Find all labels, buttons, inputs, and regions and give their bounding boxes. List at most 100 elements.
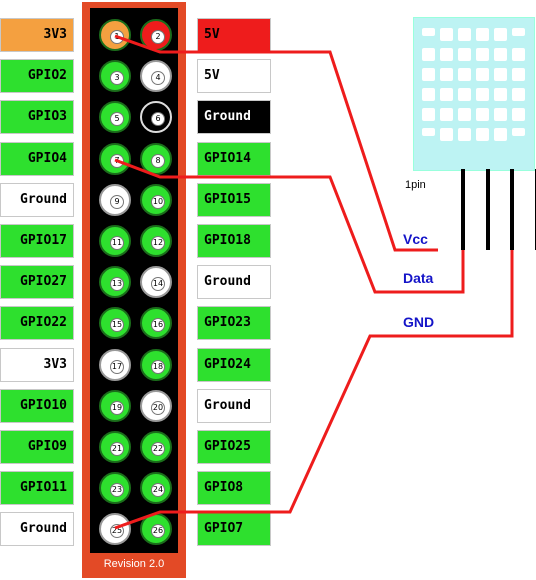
grille-cell [476, 128, 489, 141]
grille-cell [512, 88, 525, 101]
grille-cell [512, 48, 525, 61]
right-label-gpio25: GPIO25 [197, 430, 271, 464]
pin-number: 23 [110, 483, 124, 498]
pin-number: 16 [151, 318, 165, 333]
left-label-gpio4: GPIO4 [0, 141, 74, 176]
pin-number: 20 [151, 400, 165, 415]
grille-cell [458, 128, 471, 141]
left-label-gpio11: GPIO11 [0, 471, 74, 506]
gpio-pin-11: 11 [99, 225, 131, 257]
right-label-gpio24: GPIO24 [197, 347, 271, 382]
gpio-pin-24: 24 [140, 472, 172, 505]
left-label-ground: Ground [0, 512, 74, 547]
grille-cell [440, 28, 453, 41]
left-label-gpio10: GPIO10 [0, 388, 74, 423]
gpio-pin-10: 10 [140, 183, 172, 216]
left-label-ground: Ground [0, 182, 74, 217]
pin-number: 8 [151, 153, 165, 168]
left-label-gpio27: GPIO27 [0, 265, 74, 300]
grille-cell [494, 108, 507, 121]
grille-cell [494, 48, 507, 61]
pin-number: 19 [110, 400, 124, 415]
grille-cell [458, 88, 471, 101]
pin-number: 25 [110, 524, 124, 539]
pin-number: 10 [151, 194, 165, 209]
grille-cell [476, 48, 489, 61]
grille-cell [440, 128, 453, 141]
pin-number: 24 [151, 483, 165, 498]
pin-number: 22 [151, 442, 165, 456]
gnd-label: GND [403, 314, 435, 330]
pin-number: 15 [110, 318, 124, 333]
pin-number: 21 [110, 442, 124, 456]
sensor-pin1-label: 1pin [405, 179, 426, 191]
grille-cell [422, 48, 435, 61]
left-label-3v3: 3V3 [0, 347, 74, 382]
gpio-pin-3: 3 [99, 60, 131, 93]
grille-cell [458, 108, 471, 121]
gpio-pin-14: 14 [140, 266, 172, 299]
gpio-pin-7: 7 [99, 142, 131, 175]
right-label-gpio8: GPIO8 [197, 471, 271, 506]
right-label-gpio14: GPIO14 [197, 141, 271, 176]
grille-cell [440, 108, 453, 121]
right-label-ground: Ground [197, 265, 271, 300]
right-label-gpio18: GPIO18 [197, 224, 271, 258]
gpio-pin-4: 4 [140, 60, 172, 93]
right-label-5v: 5V [197, 59, 271, 94]
grille-cell [476, 28, 489, 41]
grille-cell [422, 68, 435, 81]
pin-number: 12 [151, 236, 165, 250]
grille-cell [422, 108, 435, 121]
grille-cell [476, 108, 489, 121]
grille-cell [440, 68, 453, 81]
grille-cell [458, 48, 471, 61]
pin-number: 11 [110, 236, 124, 250]
pin-number: 5 [110, 112, 124, 127]
pin-number: 2 [151, 30, 165, 44]
pin-number: 13 [110, 277, 124, 292]
gpio-pin-18: 18 [140, 348, 172, 381]
pin-number: 17 [110, 359, 124, 374]
vcc-label: Vcc [403, 231, 428, 247]
grille-cell [458, 68, 471, 81]
left-label-gpio22: GPIO22 [0, 306, 74, 341]
dht-sensor-body [413, 17, 535, 171]
pin-number: 18 [151, 359, 165, 374]
gpio-pin-13: 13 [99, 266, 131, 299]
gpio-pin-20: 20 [140, 389, 172, 422]
right-label-ground: Ground [197, 388, 271, 423]
gpio-pin-12: 12 [140, 225, 172, 257]
grille-cell [512, 68, 525, 81]
grille-cell [440, 88, 453, 101]
grille-cell [458, 28, 471, 41]
pin-number: 9 [110, 194, 124, 209]
gpio-pin-23: 23 [99, 472, 131, 505]
right-label-5v: 5V [197, 18, 271, 52]
pin-number: 4 [151, 71, 165, 86]
gpio-pin-17: 17 [99, 348, 131, 381]
revision-label: Revision 2.0 [103, 558, 165, 570]
left-label-gpio17: GPIO17 [0, 224, 74, 258]
right-label-gpio7: GPIO7 [197, 512, 271, 547]
pin-number: 6 [151, 112, 165, 127]
pin-number: 3 [110, 71, 124, 86]
gpio-pin-2: 2 [140, 19, 172, 51]
gpio-pin-9: 9 [99, 183, 131, 216]
grille-cell [494, 68, 507, 81]
gpio-pin-19: 19 [99, 389, 131, 422]
pin-number: 7 [110, 153, 124, 168]
grille-cell [422, 128, 435, 136]
right-label-ground: Ground [197, 100, 271, 135]
left-label-3v3: 3V3 [0, 18, 74, 52]
grille-cell [476, 68, 489, 81]
grille-cell [476, 88, 489, 101]
grille-cell [512, 28, 525, 36]
grille-cell [422, 28, 435, 36]
grille-cell [512, 108, 525, 121]
pin-number: 1 [110, 30, 124, 44]
left-label-gpio2: GPIO2 [0, 59, 74, 94]
gpio-pin-1: 1 [99, 19, 131, 51]
gpio-pin-22: 22 [140, 431, 172, 463]
grille-cell [494, 88, 507, 101]
